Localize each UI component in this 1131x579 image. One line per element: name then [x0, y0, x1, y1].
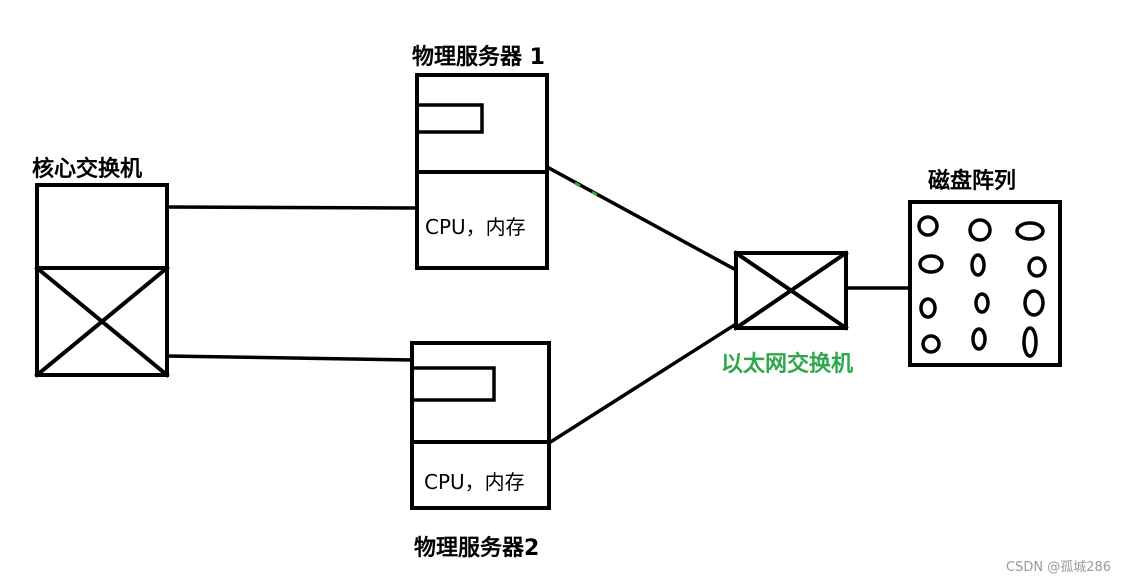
green-marks	[574, 181, 598, 197]
disks	[917, 215, 1047, 358]
disk-icon	[971, 327, 987, 351]
disk-array-label: 磁盘阵列	[928, 169, 1017, 194]
server1-shape	[415, 73, 549, 270]
core-switch-shape	[34, 183, 170, 378]
disk-icon	[1027, 256, 1047, 278]
core-switch-label: 核心交换机	[32, 157, 143, 182]
server2-cell-text: CPU，内存	[424, 470, 525, 494]
disk-icon	[974, 292, 990, 314]
disk-icon	[1023, 289, 1045, 317]
server1-drive-slot	[415, 103, 484, 134]
disk-icon	[1015, 221, 1045, 241]
watermark: CSDN @孤城286	[1006, 560, 1112, 575]
edge-core-server1	[165, 205, 419, 210]
disk-icon	[1022, 326, 1038, 358]
disk-icon	[968, 218, 992, 242]
disk-icon	[970, 253, 986, 277]
server2-shape	[410, 341, 551, 510]
server2-label: 物理服务器2	[414, 536, 540, 561]
disk-icon	[921, 334, 941, 354]
disk-array-shape	[908, 200, 1062, 367]
connection-lines	[165, 165, 912, 446]
edge-server2-eth	[546, 321, 739, 446]
server1-cell-text: CPU，内存	[425, 215, 526, 239]
disk-icon	[917, 215, 939, 237]
eth-switch-label: 以太网交换机	[721, 352, 854, 377]
disk-icon	[919, 297, 937, 319]
server1-label: 物理服务器 1	[412, 45, 545, 70]
server2-drive-slot	[410, 366, 496, 402]
eth-switch-shape	[733, 250, 849, 331]
edge-core-server2	[165, 354, 414, 362]
disk-icon	[918, 254, 944, 274]
